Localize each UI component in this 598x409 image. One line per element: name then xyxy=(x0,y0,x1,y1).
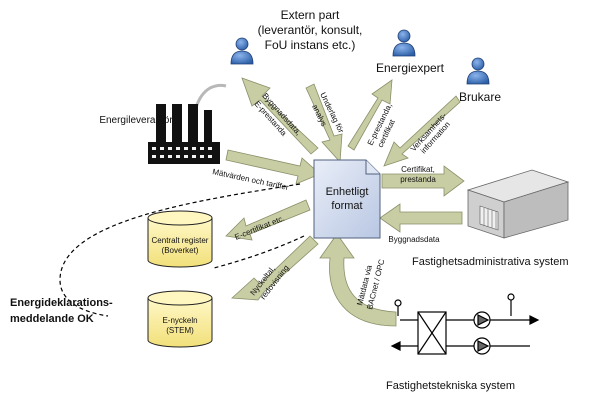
flow-certifikat-prestanda-1: Certifikat, xyxy=(401,165,435,174)
database-enyckeln-line2: (STEM) xyxy=(166,326,194,335)
system-fastighetsadministrativa: Fastighetsadministrativa system xyxy=(412,256,569,268)
person-icon-energiexpert xyxy=(392,29,416,57)
arrow-to-extern-part xyxy=(241,77,319,155)
arrow-nyckeltal xyxy=(231,235,319,301)
actor-extern-part-line1: Extern part xyxy=(281,8,340,22)
person-icon-extern-part xyxy=(230,37,254,65)
arrow-ecertifikat xyxy=(225,199,311,241)
actor-extern-part-line2: (leverantör, konsult, xyxy=(258,23,363,37)
system-fastighetstekniska: Fastighetstekniska system xyxy=(386,380,515,392)
callout-line1: Energideklarations- xyxy=(10,297,113,309)
callout-line2: meddelande OK xyxy=(10,313,94,325)
actor-brukare: Brukare xyxy=(459,90,501,104)
database-enyckeln-line1: E-nyckeln xyxy=(162,316,197,325)
person-icon-brukare xyxy=(466,57,490,85)
enhetligt-format-document: Enhetligt format xyxy=(313,159,381,239)
center-label-1: Enhetligt xyxy=(326,186,369,198)
factory-icon xyxy=(148,83,227,164)
arrow-byggnadsdata xyxy=(379,203,463,233)
arrow-certifikat-prestanda xyxy=(381,165,465,197)
center-label-2: format xyxy=(331,200,362,212)
database-e-nyckeln: E-nyckeln (STEM) xyxy=(147,290,213,348)
actor-energileverantor: Energileverantör xyxy=(99,115,173,126)
flow-byggnadsdata: Byggnadsdata xyxy=(388,235,440,244)
actor-energiexpert: Energiexpert xyxy=(376,61,445,75)
arrow-to-energiexpert xyxy=(347,79,393,151)
database-centralt-line1: Centralt register xyxy=(152,236,209,245)
arrow-underlag xyxy=(305,83,343,163)
flow-certifikat-prestanda-2: prestanda xyxy=(400,175,436,184)
arrow-matvarden xyxy=(225,149,321,185)
ventilation-unit-icon xyxy=(390,293,540,355)
arrow-matdata xyxy=(319,233,397,327)
actor-extern-part-line3: FoU instans etc.) xyxy=(265,38,356,52)
database-centralt-line2: (Boverket) xyxy=(162,246,199,255)
server-building-icon xyxy=(466,169,570,239)
database-centralt-register: Centralt register (Boverket) xyxy=(147,210,213,268)
arrow-verksamhetsinfo xyxy=(383,95,461,167)
callout-dashed-curve xyxy=(59,183,301,317)
